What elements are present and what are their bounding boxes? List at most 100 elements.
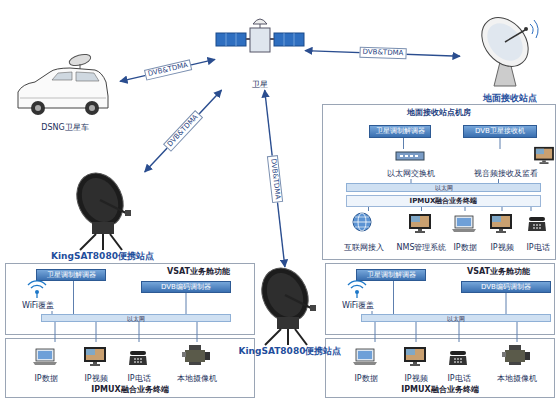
- node-text: 以太网: [435, 184, 453, 191]
- node-text: IP电话: [526, 243, 549, 253]
- wire: [421, 207, 422, 211]
- terminal-bar: IPMUX融合业务终端: [346, 195, 541, 207]
- icon-node: IP数据: [343, 342, 389, 384]
- wire: [416, 322, 417, 342]
- icon-node: IP视频: [73, 342, 119, 384]
- node-text: 互联网接入: [344, 243, 384, 253]
- wire: [465, 207, 466, 211]
- wire: [500, 138, 501, 149]
- site-panel: IPMUX融合业务终端IP数据 IP视频 IP电话 本地摄像机: [5, 338, 255, 398]
- node-text: 视音频接收及监看: [474, 169, 538, 179]
- icon-node: IP数据: [23, 342, 69, 384]
- node-text: IP数据: [453, 243, 476, 253]
- device-box: DVB编码调制器: [461, 281, 551, 293]
- wire: [197, 322, 198, 342]
- icon-node: WiFi覆盖: [333, 281, 383, 311]
- wire: [96, 322, 97, 342]
- icon-node: IP视频: [483, 211, 521, 253]
- ethernet-bar: 以太网: [361, 314, 551, 322]
- node-text: IPMUX融合业务终端: [6, 385, 254, 395]
- icon-node: IP电话: [439, 342, 479, 384]
- node-text: WiFi覆盖: [342, 301, 374, 311]
- node-text: DVB编码调制器: [161, 283, 211, 292]
- wire: [73, 281, 74, 314]
- ethernet-bar: 以太网: [346, 183, 541, 192]
- node-text: IP视频: [490, 243, 513, 253]
- site-panel: IPMUX融合业务终端IP数据 IP视频 IP电话 本地摄像机: [325, 338, 555, 398]
- wire: [186, 293, 187, 314]
- node-text: WiFi覆盖: [22, 301, 54, 311]
- device-box: 卫星调制解调器: [369, 125, 431, 138]
- node-text: 以太网: [447, 315, 465, 322]
- node-text: KingSAT8080便携站点: [239, 346, 342, 357]
- satellite-link: [120, 59, 215, 81]
- node-text: 卫星调制解调器: [47, 271, 96, 280]
- node-text: VSAT业务舱功能: [167, 267, 230, 277]
- site-panel: VSAT业务舱功能 卫星调制解调器 DVB编码调制器 WiFi覆盖以太网: [325, 263, 555, 335]
- node-text: KingSAT8080便携站点: [51, 251, 154, 262]
- wire: [368, 207, 369, 211]
- node-text: 卫星调制解调器: [367, 271, 416, 280]
- icon-node: 本地摄像机: [166, 342, 228, 384]
- wire: [393, 281, 394, 314]
- node-text: DVB编码调制器: [481, 283, 531, 292]
- node-text: IP视频: [84, 374, 107, 384]
- icon-node: 以太网交换机: [376, 149, 446, 179]
- node-text: IPMUX融合业务终端: [326, 385, 554, 395]
- node-text: VSAT业务舱功能: [467, 267, 530, 277]
- node-text: 卫星: [252, 80, 268, 90]
- icon-node: NMS管理系统: [394, 211, 449, 253]
- icon-node: DSNG卫星车: [10, 55, 120, 133]
- node-text: 地面接收站点机房: [323, 108, 555, 118]
- link-label: DVB&TDMA: [143, 60, 191, 81]
- icon-node: 本地摄像机: [486, 342, 548, 384]
- icon-node: IP电话: [521, 211, 555, 253]
- node-text: IP电话: [447, 374, 470, 384]
- site-panel: VSAT业务舱功能 卫星调制解调器 DVB编码调制器 WiFi覆盖以太网: [5, 263, 255, 335]
- satellite-link: [305, 51, 460, 57]
- node-text: 地面接收站点: [483, 93, 537, 104]
- node-text: IP数据: [354, 374, 377, 384]
- wire: [498, 179, 499, 183]
- icon-node: WiFi覆盖: [13, 281, 63, 311]
- node-text: 卫星调制解调器: [376, 127, 425, 136]
- node-text: IP数据: [34, 374, 57, 384]
- link-label: DVB&TDMA: [163, 110, 203, 152]
- icon-node: IP视频: [393, 342, 439, 384]
- wire: [459, 322, 460, 342]
- device-box: DVB卫星接收机: [463, 125, 537, 138]
- node-text: 本地摄像机: [497, 374, 537, 384]
- wire: [411, 179, 412, 183]
- node-text: 本地摄像机: [177, 374, 217, 384]
- node-text: IP电话: [127, 374, 150, 384]
- device-box: 卫星调制解调器: [356, 269, 426, 281]
- satellite-link: [145, 90, 222, 172]
- node-text: DVB卫星接收机: [475, 127, 525, 136]
- station-node: KingSAT8080便携站点: [40, 172, 165, 262]
- icon-node: IP电话: [119, 342, 159, 384]
- link-label: DVB&TDMA: [359, 47, 406, 60]
- wire: [517, 322, 518, 342]
- ethernet-bar: 以太网: [41, 314, 231, 322]
- wire: [506, 293, 507, 314]
- node-text: IP视频: [404, 374, 427, 384]
- node-text: IPMUX融合业务终端: [410, 197, 478, 206]
- station-node: 地面接收站点: [460, 12, 560, 104]
- icon-node: 互联网接入: [336, 211, 391, 253]
- node-text: 以太网交换机: [387, 169, 435, 179]
- wire: [55, 322, 56, 342]
- site-panel: 地面接收站点机房卫星调制解调器 DVB卫星接收机以太网交换机 视音频接收及监看以太网…: [322, 104, 556, 260]
- node-text: NMS管理系统: [397, 243, 447, 253]
- station-node: KingSAT8080便携站点: [228, 267, 352, 357]
- device-box: DVB编码调制器: [141, 281, 231, 293]
- link-label: DVB&TDMA: [267, 155, 283, 203]
- wire: [372, 311, 373, 314]
- node-text: DSNG卫星车: [41, 123, 88, 133]
- wire: [52, 311, 53, 314]
- wire: [531, 207, 532, 211]
- wire: [139, 322, 140, 342]
